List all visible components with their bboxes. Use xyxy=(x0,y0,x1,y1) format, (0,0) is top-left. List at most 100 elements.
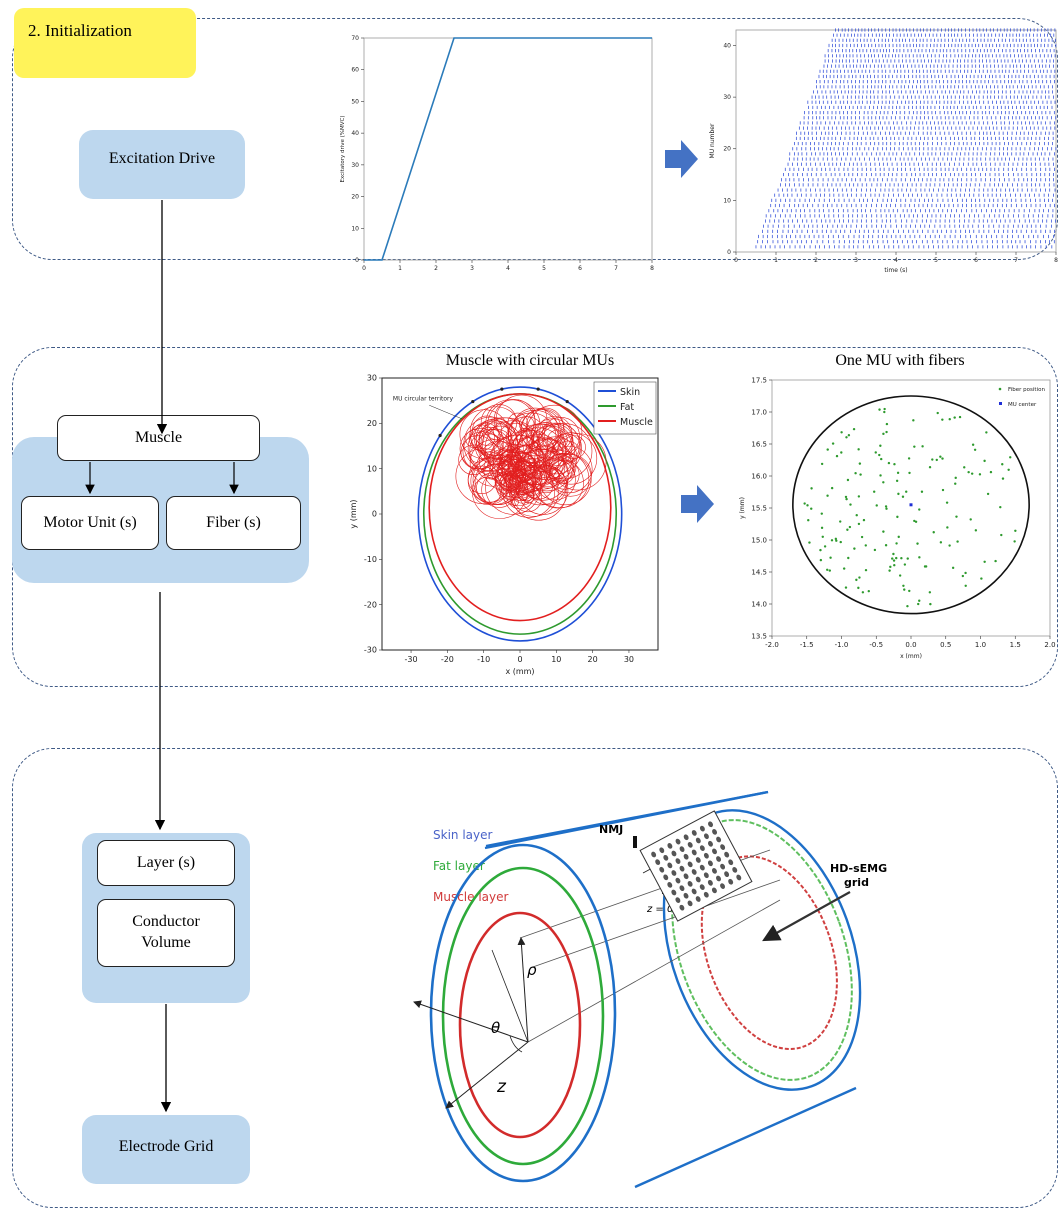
fiber-point xyxy=(834,537,838,541)
fiber-point xyxy=(989,470,993,474)
fiber-point xyxy=(858,462,862,465)
excitatory-drive-chart: 012345678010203040506070time (s)Excitato… xyxy=(340,35,654,272)
x-tick-label: 7 xyxy=(614,265,618,272)
x-tick-label: 3 xyxy=(854,257,858,264)
y-tick-label: 60 xyxy=(351,67,359,74)
electrode-dot xyxy=(720,844,726,850)
y-tick-label: 20 xyxy=(351,194,359,201)
x-tick-label: 8 xyxy=(1054,257,1058,264)
fiber-point xyxy=(883,410,886,414)
fiber-point xyxy=(941,488,945,492)
fiber-point xyxy=(882,432,885,436)
mu-spike-train xyxy=(771,198,1054,202)
fiber-point xyxy=(954,476,957,480)
fiber-point xyxy=(889,565,892,569)
y-tick-label: 30 xyxy=(367,374,377,383)
legend-label: MU center xyxy=(1008,402,1037,408)
y-tick-label: 16.5 xyxy=(751,440,767,448)
mu-circle xyxy=(536,423,593,480)
fiber-point xyxy=(839,520,842,523)
volume-conductor-diagram: Skin layer Fat layer Muscle layer ρ θ z … xyxy=(413,790,887,1189)
layer-skin xyxy=(417,386,623,642)
mu-spike-train xyxy=(835,28,1056,32)
mu-spike-train xyxy=(789,152,1055,156)
mu-circle xyxy=(502,465,556,518)
fiber-point xyxy=(932,531,935,534)
electrode-dot xyxy=(687,881,693,887)
y-tick-label: 50 xyxy=(351,98,359,105)
y-tick-label: -20 xyxy=(364,600,377,609)
fiber-point xyxy=(893,463,896,466)
mu-spike-train xyxy=(794,141,1053,146)
fiber-point xyxy=(994,559,997,563)
mu-circle xyxy=(509,468,537,496)
mu-spike-train xyxy=(768,209,1054,213)
x-tick-label: 0.0 xyxy=(905,641,916,649)
electrode-grid-label: Electrode Grid xyxy=(118,1138,214,1155)
fiber-point xyxy=(857,448,860,451)
mu-territories xyxy=(455,394,607,521)
fiber-point xyxy=(967,470,970,474)
mu-circle xyxy=(505,475,526,496)
fiber-point xyxy=(830,539,834,542)
z-zero-label: z = 0 xyxy=(646,904,673,915)
fiber-point xyxy=(1013,540,1016,543)
fiber-points xyxy=(803,407,1017,608)
y-tick-label: 10 xyxy=(723,197,731,204)
electrode-dot xyxy=(703,833,709,840)
fiber-point xyxy=(941,418,944,421)
fiber-point xyxy=(823,545,827,548)
mu-spike-train xyxy=(816,80,1055,84)
fiber-point xyxy=(920,490,924,493)
fiber-point xyxy=(985,431,988,434)
fiber-point xyxy=(1009,456,1012,459)
fiber-point xyxy=(912,419,915,422)
mu-circle xyxy=(549,454,592,497)
mu-spike-train xyxy=(816,85,1053,89)
x-tick-label: -1.5 xyxy=(800,641,814,649)
mu-spike-train xyxy=(804,111,1055,115)
electrode-dot xyxy=(699,884,705,890)
electrode-dot xyxy=(724,871,730,878)
fiber-point xyxy=(885,430,888,434)
mu-circle xyxy=(493,450,520,477)
x-tick-label: 2.0 xyxy=(1044,641,1055,649)
mu-spike-train xyxy=(807,100,1056,104)
fiber-point xyxy=(903,588,906,591)
fiber-point xyxy=(803,502,806,505)
electrode-dot xyxy=(707,879,713,886)
z-symbol: z xyxy=(496,1077,507,1097)
fiber-point xyxy=(880,457,883,461)
mu-circle xyxy=(545,445,593,494)
fiber-point xyxy=(936,411,939,415)
fiber-point xyxy=(884,544,888,547)
section-volume-frame xyxy=(12,748,1058,1208)
legend-fat: Fat layer xyxy=(433,859,485,873)
fiber-point xyxy=(826,448,829,451)
y-tick-label: 30 xyxy=(723,94,731,101)
fiber-point xyxy=(857,586,860,590)
electrode-dot xyxy=(716,836,722,843)
fiber-point xyxy=(980,577,983,580)
mu-circle xyxy=(552,433,582,463)
mu-spike-train xyxy=(813,90,1054,94)
mu-spike-train xyxy=(784,167,1055,171)
fiber-point xyxy=(908,589,911,593)
fiber-point xyxy=(903,563,907,566)
fiber-point xyxy=(918,556,921,559)
fiber-point xyxy=(961,574,965,578)
mu-circle xyxy=(523,458,545,479)
electrode-dot xyxy=(683,853,689,860)
fiber-point xyxy=(983,459,986,463)
excitation-drive-label: Excitation Drive xyxy=(108,150,216,167)
electrode-dot xyxy=(651,851,657,858)
electrode-dot xyxy=(712,848,717,855)
mu-spike-train xyxy=(828,43,1057,48)
fiber-point xyxy=(951,566,955,570)
legend-label: Fat xyxy=(620,402,634,413)
skin-electrode xyxy=(438,433,442,438)
x-axis-label: x (mm) xyxy=(900,653,922,660)
y-tick-label: 20 xyxy=(367,419,377,428)
muscle-box: Muscle xyxy=(57,415,260,461)
